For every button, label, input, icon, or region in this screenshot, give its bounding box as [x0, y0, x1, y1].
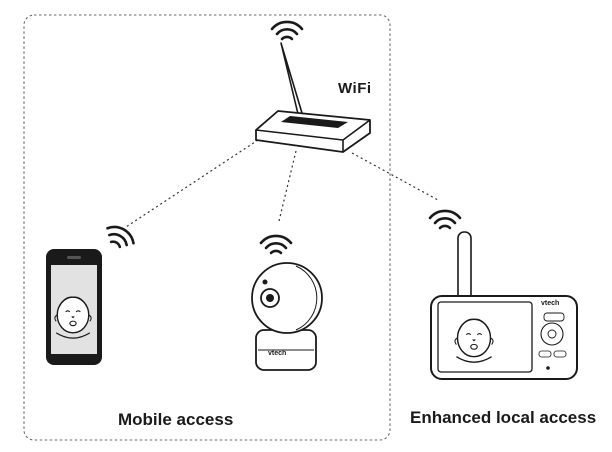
mobile-area-border	[23, 14, 391, 441]
smartphone-icon	[46, 220, 139, 365]
mobile-access-label: Mobile access	[118, 410, 234, 429]
connection-lines	[125, 139, 439, 228]
monitor-brand-label: vtech	[541, 300, 559, 307]
local-access-label: Enhanced local access	[410, 408, 597, 427]
camera-brand-label: vtech	[268, 350, 286, 357]
router-icon	[255, 20, 371, 153]
wifi-label: WiFi	[338, 80, 372, 97]
camera-icon: vtech	[251, 234, 323, 371]
connection-router-to-phone	[125, 139, 259, 228]
connection-router-to-camera	[278, 150, 297, 222]
connection-router-to-monitor	[351, 152, 439, 201]
baby-monitor-icon: vtech	[428, 209, 578, 380]
